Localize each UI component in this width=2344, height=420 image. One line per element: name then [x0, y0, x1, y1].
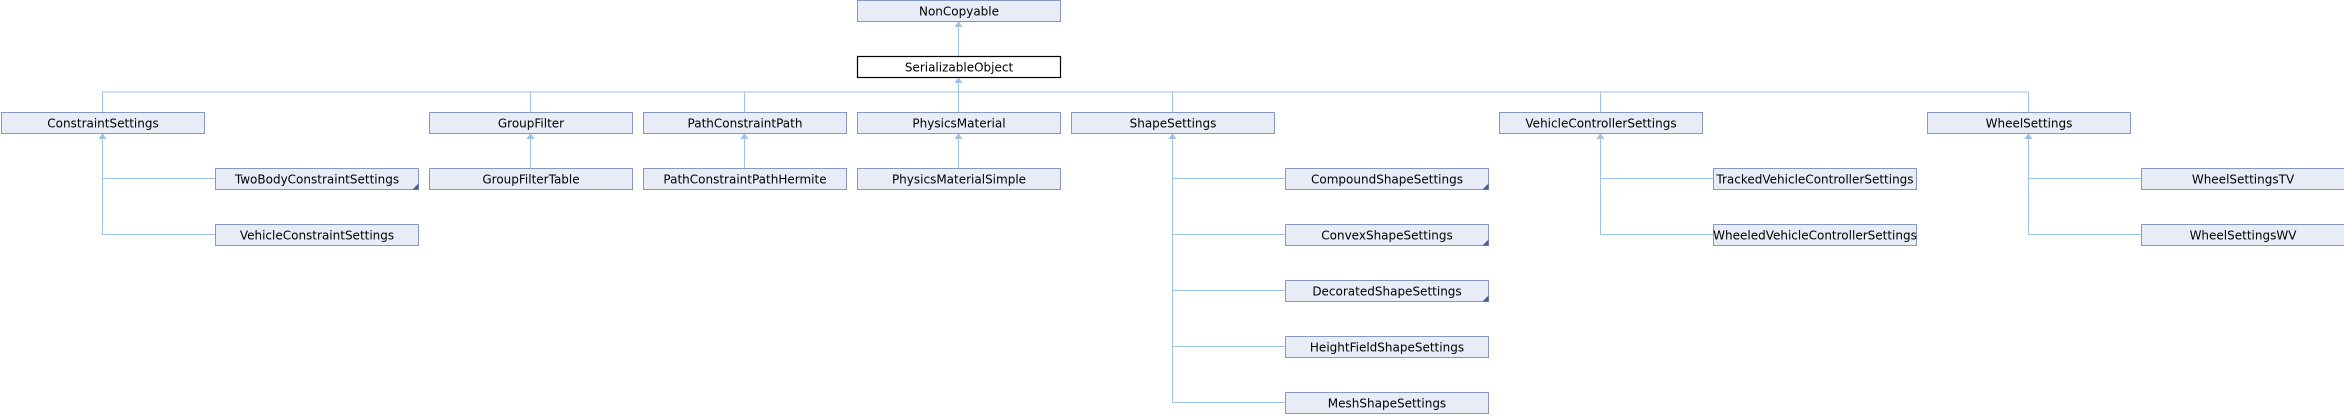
- class-node-wheelsettingstv[interactable]: WheelSettingsTV: [2142, 169, 2344, 190]
- class-node-label[interactable]: TwoBodyConstraintSettings: [234, 173, 399, 187]
- class-node-label[interactable]: PhysicsMaterial: [912, 117, 1005, 131]
- class-node-shapesettings[interactable]: ShapeSettings: [1072, 113, 1275, 134]
- class-node-label[interactable]: VehicleControllerSettings: [1525, 117, 1676, 131]
- class-node-vehiclecontrollersettings[interactable]: VehicleControllerSettings: [1500, 113, 1703, 134]
- class-node-label[interactable]: ConstraintSettings: [47, 117, 158, 131]
- class-node-label[interactable]: WheelSettingsTV: [2192, 173, 2295, 187]
- class-node-groupfilter[interactable]: GroupFilter: [430, 113, 633, 134]
- class-node-physicsmaterialsimple[interactable]: PhysicsMaterialSimple: [858, 169, 1061, 190]
- class-node-heightfieldshapesettings[interactable]: HeightFieldShapeSettings: [1286, 337, 1489, 358]
- class-node-label[interactable]: NonCopyable: [919, 5, 999, 19]
- class-node-label[interactable]: CompoundShapeSettings: [1311, 173, 1463, 187]
- class-node-twobodyconstraintsettings[interactable]: TwoBodyConstraintSettings: [216, 169, 419, 190]
- class-node-label[interactable]: MeshShapeSettings: [1328, 397, 1446, 411]
- class-node-wheelsettingswv[interactable]: WheelSettingsWV: [2142, 225, 2344, 246]
- class-node-label[interactable]: WheeledVehicleControllerSettings: [1713, 229, 1917, 243]
- class-node-vehicleconstraintsettings[interactable]: VehicleConstraintSettings: [216, 225, 419, 246]
- class-node-label[interactable]: DecoratedShapeSettings: [1312, 285, 1461, 299]
- class-node-label[interactable]: VehicleConstraintSettings: [240, 229, 394, 243]
- class-node-constraintsettings[interactable]: ConstraintSettings: [2, 113, 205, 134]
- class-node-noncopyable[interactable]: NonCopyable: [858, 1, 1061, 22]
- class-node-label[interactable]: GroupFilterTable: [482, 173, 579, 187]
- class-node-label[interactable]: WheelSettings: [1986, 117, 2073, 131]
- class-node-pathconstraintpath[interactable]: PathConstraintPath: [644, 113, 847, 134]
- class-node-convexshapesettings[interactable]: ConvexShapeSettings: [1286, 225, 1489, 246]
- class-node-label[interactable]: ConvexShapeSettings: [1321, 229, 1453, 243]
- class-node-label[interactable]: PathConstraintPath: [688, 117, 803, 131]
- class-node-label[interactable]: WheelSettingsWV: [2190, 229, 2298, 243]
- class-node-label[interactable]: GroupFilter: [498, 117, 564, 131]
- class-node-trackedvehiclecontrollersettings[interactable]: TrackedVehicleControllerSettings: [1714, 169, 1917, 190]
- class-node-wheelsettings[interactable]: WheelSettings: [1928, 113, 2131, 134]
- class-node-compoundshapesettings[interactable]: CompoundShapeSettings: [1286, 169, 1489, 190]
- class-node-decoratedshapesettings[interactable]: DecoratedShapeSettings: [1286, 281, 1489, 302]
- class-node-label[interactable]: HeightFieldShapeSettings: [1310, 341, 1464, 355]
- class-node-label[interactable]: SerializableObject: [905, 61, 1014, 75]
- class-node-wheeledvehiclecontrollersettings[interactable]: WheeledVehicleControllerSettings: [1713, 225, 1917, 246]
- edges-layer: [99, 21, 2142, 403]
- class-node-serializableobject[interactable]: SerializableObject: [858, 57, 1061, 78]
- class-node-pathconstraintpathhermite[interactable]: PathConstraintPathHermite: [644, 169, 847, 190]
- class-node-label[interactable]: TrackedVehicleControllerSettings: [1715, 173, 1913, 187]
- class-node-groupfiltertable[interactable]: GroupFilterTable: [430, 169, 633, 190]
- class-node-label[interactable]: PathConstraintPathHermite: [663, 173, 826, 187]
- class-node-physicsmaterial[interactable]: PhysicsMaterial: [858, 113, 1061, 134]
- class-node-meshshapesettings[interactable]: MeshShapeSettings: [1286, 393, 1489, 414]
- class-node-label[interactable]: PhysicsMaterialSimple: [892, 173, 1026, 187]
- class-node-label[interactable]: ShapeSettings: [1130, 117, 1217, 131]
